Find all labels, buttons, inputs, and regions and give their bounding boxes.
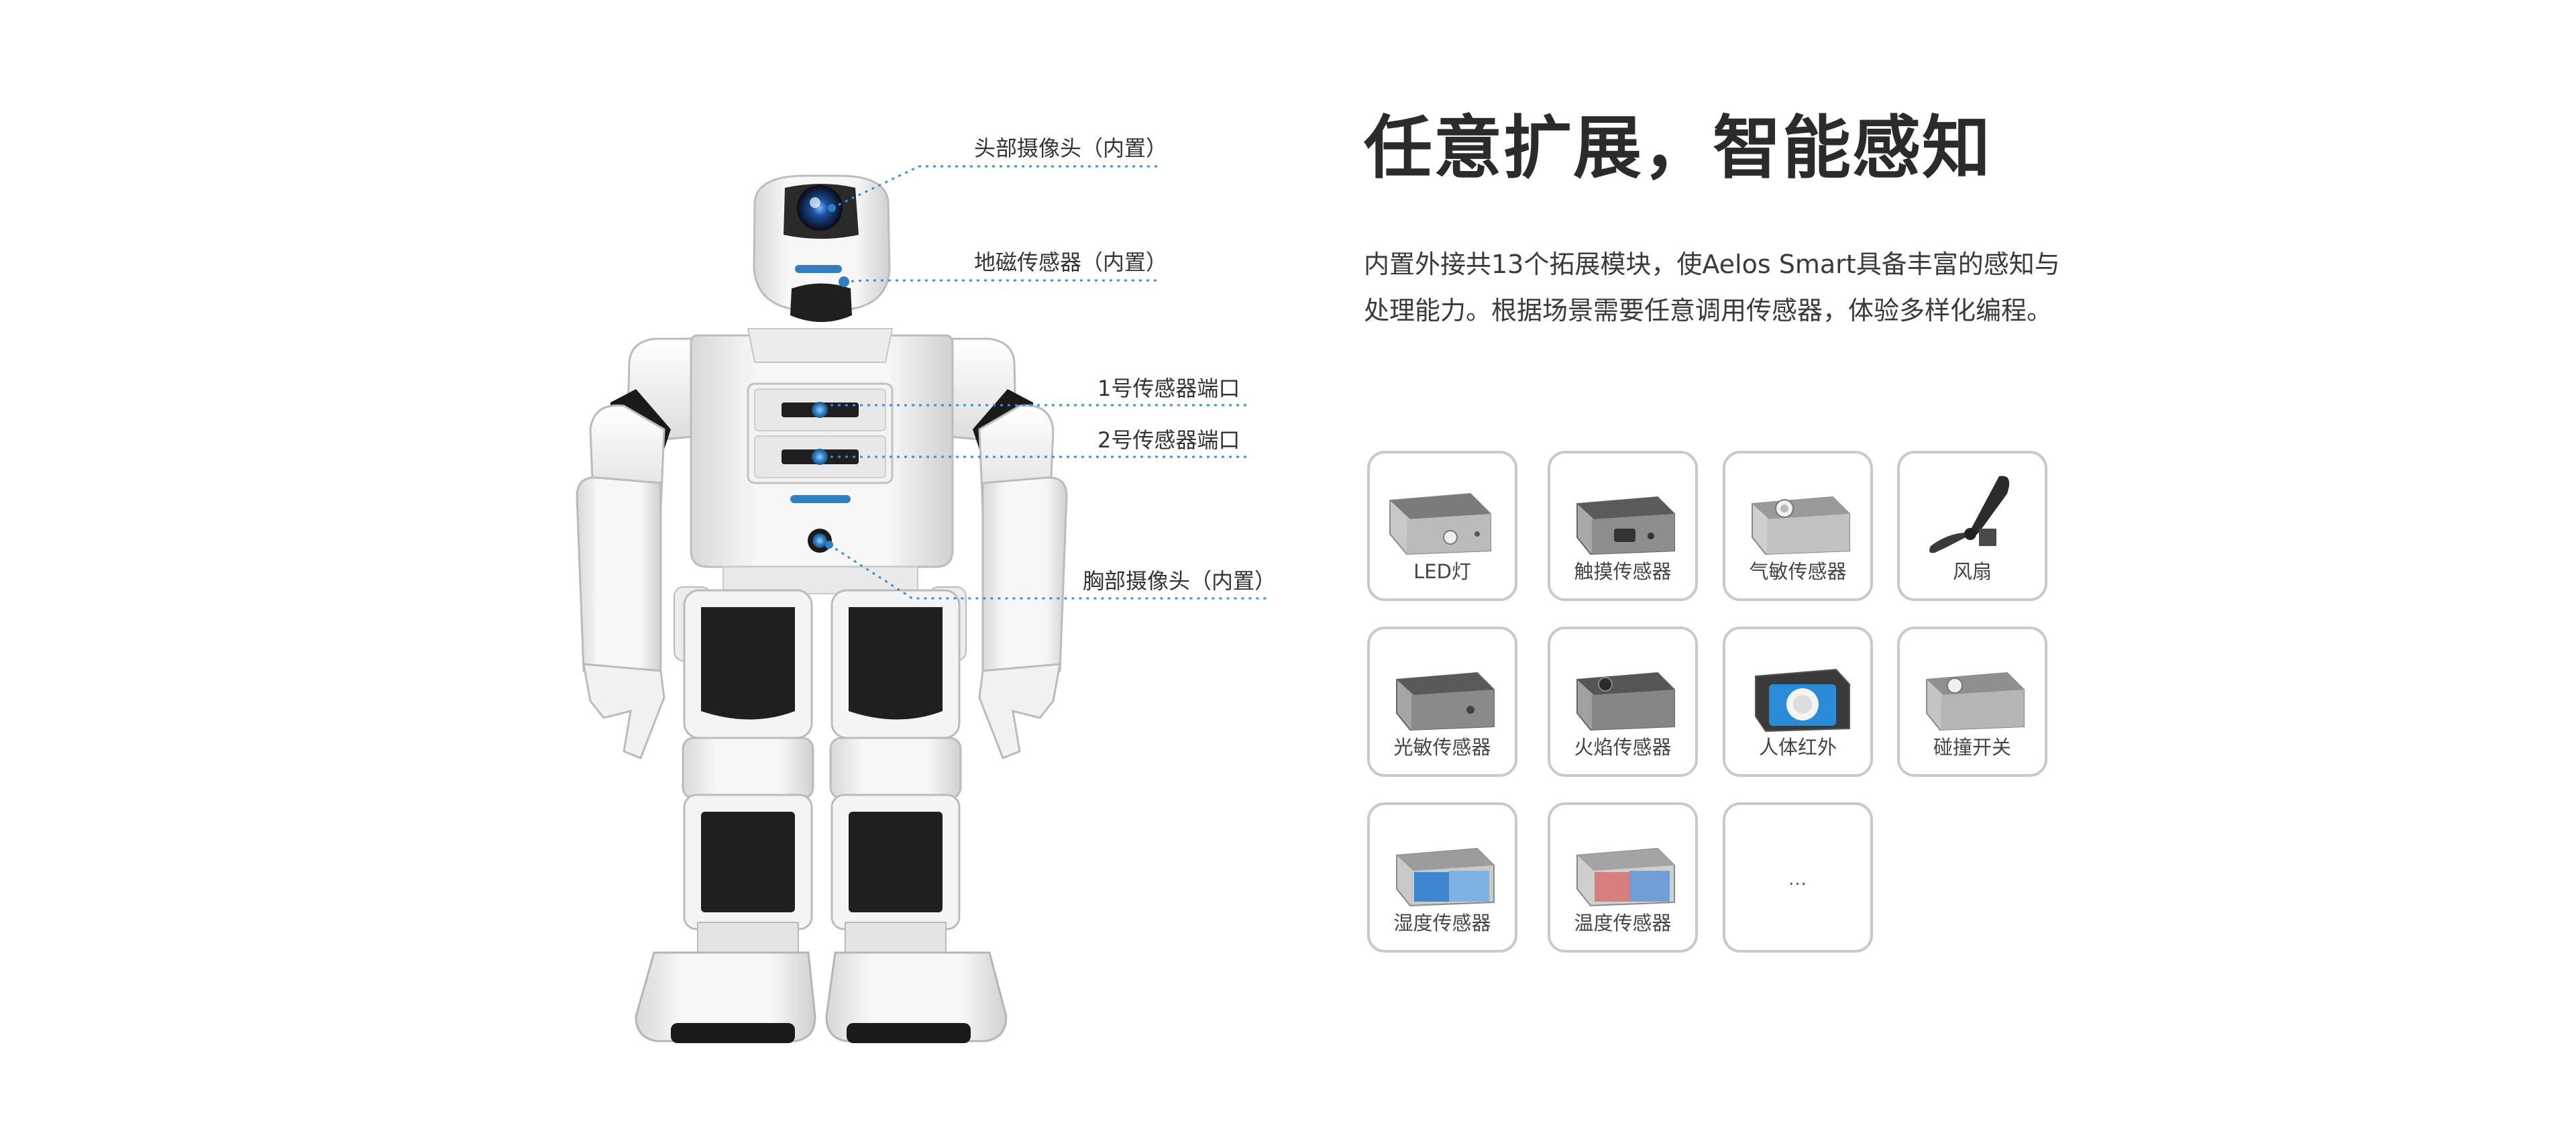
module-label: LED灯	[1413, 560, 1471, 583]
callout-head-camera: 头部摄像头（内置）	[974, 136, 1168, 161]
robot-right-arm	[941, 337, 1068, 759]
robot-figure	[576, 165, 1268, 1043]
fan-icon	[1929, 476, 2010, 553]
module-tile-gas: 气敏传感器	[1723, 451, 1873, 601]
module-label: 碰撞开关	[1933, 736, 2011, 759]
robot-left-arm	[576, 337, 702, 759]
chest-camera-lens	[812, 533, 827, 548]
gas-sensor-icon	[1752, 496, 1850, 555]
flame-sensor-icon	[1576, 672, 1675, 731]
led-module-icon	[1389, 492, 1491, 555]
callout-chest-camera: 胸部摄像头（内置）	[1083, 568, 1277, 594]
module-label: 触摸传感器	[1574, 560, 1672, 583]
humidity-sensor-icon	[1396, 847, 1495, 907]
pir-sensor-icon	[1755, 668, 1850, 733]
callout-line-magnetometer	[843, 279, 1161, 283]
module-tile-flame: 火焰传感器	[1548, 627, 1698, 777]
collision-switch-icon	[1926, 672, 2025, 731]
module-label: 火焰传感器	[1574, 736, 1672, 759]
module-label: 人体红外	[1758, 736, 1837, 759]
module-tile-temperature: 温度传感器	[1548, 802, 1698, 953]
port2-indicator	[812, 449, 828, 465]
module-tile-more: ...	[1723, 802, 1873, 953]
module-tile-fan: 风扇	[1897, 451, 2047, 601]
temperature-sensor-icon	[1576, 847, 1675, 907]
module-label: 气敏传感器	[1749, 560, 1847, 583]
callout-line-head-camera	[831, 165, 1161, 209]
module-tile-light: 光敏传感器	[1367, 627, 1517, 777]
touch-sensor-icon	[1576, 496, 1675, 555]
module-tile-touch: 触摸传感器	[1548, 451, 1698, 601]
robot-feet	[635, 951, 1008, 1043]
robot-illustration: 头部摄像头（内置） 地磁传感器（内置） 1号传感器端口 2号传感器端口 胸部摄像…	[576, 136, 1277, 1043]
module-label: 光敏传感器	[1393, 736, 1491, 759]
module-tile-led: LED灯	[1367, 451, 1517, 601]
robot-torso	[690, 328, 954, 568]
description-text: 内置外接共13个拓展模块，使Aelos Smart具备丰富的感知与处理能力。根据…	[1364, 250, 2060, 325]
module-label: 风扇	[1952, 560, 1992, 583]
callout-lines	[828, 165, 1268, 600]
robot-legs	[682, 589, 962, 957]
port1-indicator	[812, 402, 828, 418]
callout-magnetometer: 地磁传感器（内置）	[974, 250, 1168, 275]
more-placeholder: ...	[1788, 869, 1807, 890]
module-tile-pir: 人体红外	[1723, 627, 1873, 777]
head-camera-lens	[797, 185, 843, 231]
callout-port1: 1号传感器端口	[1097, 376, 1240, 401]
light-sensor-icon	[1396, 672, 1495, 731]
callout-port2: 2号传感器端口	[1097, 427, 1240, 453]
module-tile-humidity: 湿度传感器	[1367, 802, 1517, 953]
module-label: 湿度传感器	[1393, 912, 1491, 934]
page-title: 任意扩展，智能感知	[1364, 109, 1992, 189]
module-label: 温度传感器	[1574, 912, 1672, 934]
magnetometer-strip	[795, 265, 842, 273]
module-tile-collision: 碰撞开关	[1897, 627, 2047, 777]
robot-head	[753, 174, 891, 322]
